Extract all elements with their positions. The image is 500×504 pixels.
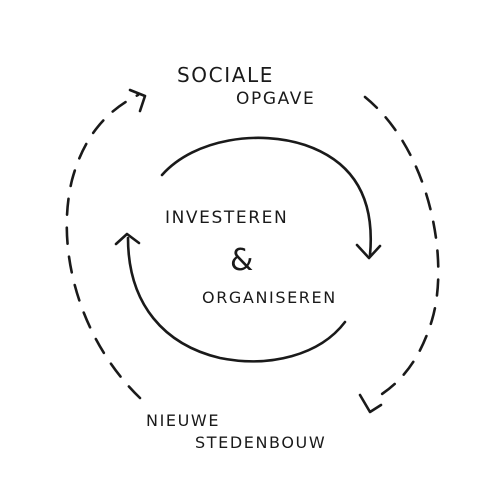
outer-arrowhead-top-left: [128, 88, 147, 113]
label-ampersand: &: [230, 243, 255, 278]
inner-arrowhead-left: [114, 232, 141, 246]
outer-arrowhead-bottom-right: [358, 393, 383, 414]
outer-dashed-arc-left: [65, 93, 142, 400]
label-stedenbouw: STEDENBOUW: [195, 433, 326, 452]
inner-arc-left: [126, 236, 347, 363]
outer-dashed-arc-right: [363, 95, 440, 402]
label-investeren: INVESTEREN: [165, 208, 288, 228]
label-opgave: OPGAVE: [236, 89, 315, 109]
label-organiseren: ORGANISEREN: [202, 288, 337, 307]
label-nieuwe: NIEUWE: [146, 411, 220, 430]
inner-arc-right: [160, 136, 373, 257]
inner-arrowhead-right: [355, 243, 382, 260]
label-sociale: SOCIALE: [177, 63, 274, 87]
